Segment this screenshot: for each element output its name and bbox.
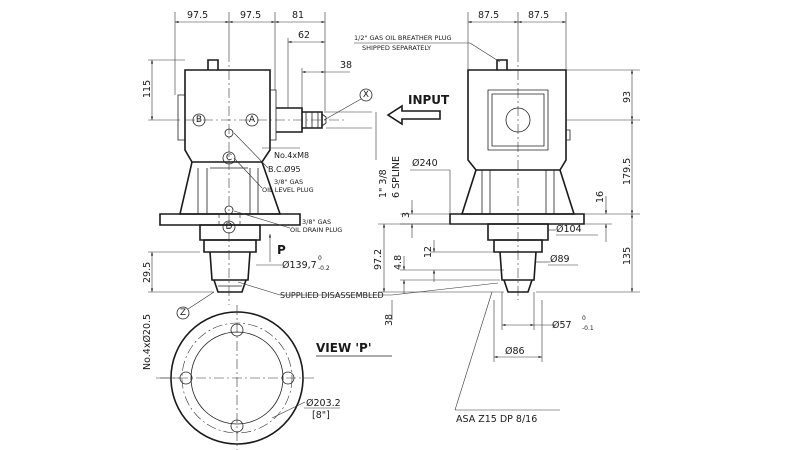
svg-text:-0.1: -0.1 <box>582 325 594 332</box>
hole-pattern-label: No.4xØ20.5 <box>142 314 153 370</box>
dia-86: Ø86 <box>505 346 525 357</box>
dim-16: 16 <box>595 191 606 203</box>
marker-x: X <box>323 88 373 121</box>
input-label: INPUT <box>408 93 450 107</box>
side-top-dimensions: 87.5 87.5 1/2" GAS OIL BREATHER PLUG SHI… <box>354 10 567 70</box>
svg-text:X: X <box>363 90 369 100</box>
svg-text:0: 0 <box>318 255 322 262</box>
drain-plug-line2: OIL DRAIN PLUG <box>290 226 342 234</box>
dim-97-5-right: 97.5 <box>240 10 261 21</box>
dim-4-8: 4.8 <box>393 255 404 270</box>
dia-203-2-inch: [8"] <box>312 410 330 421</box>
level-plug-line2: OIL LEVEL PLUG <box>262 186 314 194</box>
marker-d: D <box>222 220 236 234</box>
dim-29-5: 29.5 <box>142 262 153 283</box>
dim-93: 93 <box>622 91 633 103</box>
svg-text:0: 0 <box>582 315 586 322</box>
marker-z: Z <box>176 291 215 320</box>
breather-line1: 1/2" GAS OIL BREATHER PLUG <box>354 34 452 42</box>
side-right-dimensions: 93 179.5 135 16 <box>536 69 640 293</box>
svg-text:Z: Z <box>180 308 186 318</box>
dim-38-top: 38 <box>340 60 352 71</box>
dim-62: 62 <box>298 30 310 41</box>
dia-104: Ø104 <box>556 224 582 235</box>
dia-89: Ø89 <box>550 254 570 265</box>
front-left-dimensions: 115 29.5 <box>142 59 214 293</box>
dim-97-5-left: 97.5 <box>187 10 208 21</box>
dim-97-2: 97.2 <box>373 249 384 270</box>
spline-line1: 1" 3/8 <box>378 169 389 198</box>
front-top-dimensions: 97.5 97.5 81 62 38 <box>174 10 352 113</box>
dim-38-mid: 38 <box>384 314 395 326</box>
svg-text:C: C <box>226 153 232 163</box>
dim-115: 115 <box>142 80 153 98</box>
dia-57: Ø57 <box>552 320 572 331</box>
p-marker: P <box>277 243 286 257</box>
level-plug-line1: 3/8" GAS <box>274 178 303 186</box>
bolts-label: No.4xM8 <box>274 151 309 160</box>
front-view <box>159 52 345 305</box>
asa-spec: ASA Z15 DP 8/16 <box>456 414 537 425</box>
drain-plug-line1: 3/8" GAS <box>302 218 331 226</box>
dim-179-5: 179.5 <box>622 158 633 185</box>
dia-139-7: Ø139,7 <box>282 260 317 271</box>
svg-text:A: A <box>249 115 256 125</box>
dim-135: 135 <box>622 247 633 265</box>
svg-text:D: D <box>226 222 233 232</box>
svg-text:B: B <box>196 115 202 125</box>
dim-12: 12 <box>423 246 434 258</box>
marker-c: C <box>222 151 236 165</box>
dim-81: 81 <box>292 10 304 21</box>
spline-line2: 6 SPLINE <box>391 156 402 198</box>
side-left-dimensions: Ø240 3 97.2 4.8 12 38 <box>373 158 504 326</box>
dim-87-5-left: 87.5 <box>478 10 499 21</box>
svg-text:-0.2: -0.2 <box>318 265 330 272</box>
marker-b: B <box>192 113 206 127</box>
bolt-circle-label: B.C.Ø95 <box>268 164 301 174</box>
view-p-title: VIEW 'P' <box>316 341 372 355</box>
input-arrow: INPUT <box>386 93 450 126</box>
front-annotations: No.4xM8 B.C.Ø95 3/8" GAS OIL LEVEL PLUG … <box>233 111 499 300</box>
marker-a: A <box>245 113 259 127</box>
view-p: No.4xØ20.5 Ø203.2 [8"] <box>142 305 341 450</box>
dia-203-2: Ø203.2 <box>306 398 341 409</box>
dia-240: Ø240 <box>412 158 438 169</box>
dim-3: 3 <box>401 212 412 218</box>
supplied-disassembled: SUPPLIED DISASSEMBLED <box>280 291 384 300</box>
breather-line2: SHIPPED SEPARATELY <box>362 44 431 52</box>
side-diameter-callouts: Ø104 Ø89 Ø57 0 -0.1 Ø86 ASA Z15 DP 8/16 <box>454 224 598 425</box>
dim-87-5-right: 87.5 <box>528 10 549 21</box>
